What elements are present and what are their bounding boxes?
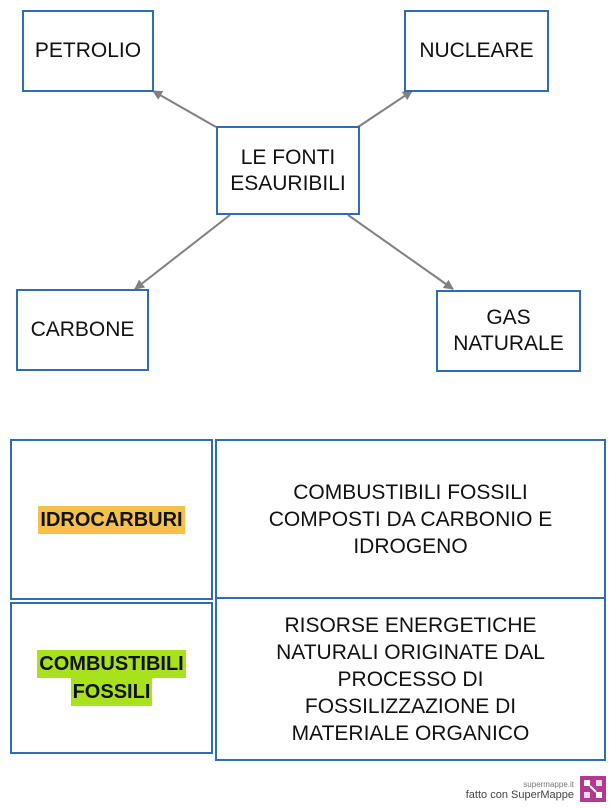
- definition-combustibili-line-2: NATURALI ORIGINATE DAL: [276, 640, 545, 664]
- arrow-to-carbone: [134, 214, 231, 290]
- term-combustibili-line-1: COMBUSTIBILI: [37, 650, 186, 678]
- definition-combustibili-line-4: FOSSILIZZAZIONE DI: [304, 694, 517, 718]
- term-combustibili-line-2: FOSSILI: [70, 678, 153, 706]
- definition-idrocarburi: COMBUSTIBILI FOSSILI COMPOSTI DA CARBONI…: [259, 479, 563, 560]
- arrow-to-gas-naturale: [347, 214, 454, 290]
- term-combustibili-fossili: COMBUSTIBILI FOSSILI: [37, 650, 186, 706]
- node-nucleare[interactable]: NUCLEARE: [404, 10, 549, 92]
- concept-map-connectors: [134, 90, 454, 290]
- arrow-to-petrolio: [152, 90, 217, 128]
- center-line-1: LE FONTI: [240, 145, 336, 169]
- supermappe-logo-icon: [580, 776, 606, 802]
- term-idrocarburi: IDROCARBURI: [38, 505, 185, 534]
- definition-cell-combustibili-fossili: RISORSE ENERGETICHE NATURALI ORIGINATE D…: [215, 597, 606, 761]
- supermappe-credit: supermappe.it fatto con SuperMappe: [466, 780, 574, 802]
- definition-idrocarburi-line-3: IDROGENO: [353, 535, 468, 558]
- definition-combustibili-line-1: RISORSE ENERGETICHE: [284, 613, 537, 637]
- gas-line-2: NATURALE: [453, 332, 564, 355]
- node-nucleare-label: NUCLEARE: [419, 39, 534, 62]
- node-le-fonti-esauribili[interactable]: LE FONTI ESAURIBILI: [216, 126, 360, 215]
- arrow-to-nucleare: [357, 90, 413, 128]
- node-carbone[interactable]: CARBONE: [16, 289, 149, 371]
- node-gas-naturale[interactable]: GAS NATURALE: [436, 290, 581, 372]
- node-petrolio[interactable]: PETROLIO: [22, 10, 154, 92]
- term-cell-idrocarburi: IDROCARBURI: [10, 439, 213, 600]
- definition-combustibili-line-3: PROCESSO DI: [337, 667, 484, 691]
- term-cell-combustibili-fossili: COMBUSTIBILI FOSSILI: [10, 602, 213, 754]
- definition-combustibili-fossili: RISORSE ENERGETICHE NATURALI ORIGINATE D…: [266, 612, 555, 747]
- supermappe-credit-text: fatto con SuperMappe: [465, 789, 574, 801]
- node-carbone-label: CARBONE: [30, 318, 135, 341]
- definition-combustibili-line-5: MATERIALE ORGANICO: [291, 721, 530, 745]
- definition-idrocarburi-line-1: COMBUSTIBILI FOSSILI: [293, 481, 528, 504]
- center-line-2: ESAURIBILI: [230, 171, 346, 195]
- definition-cell-idrocarburi: COMBUSTIBILI FOSSILI COMPOSTI DA CARBONI…: [215, 439, 606, 600]
- supermappe-site: supermappe.it: [523, 780, 574, 789]
- node-petrolio-label: PETROLIO: [34, 39, 142, 62]
- definition-idrocarburi-line-2: COMPOSTI DA CARBONIO E: [268, 508, 553, 531]
- gas-line-1: GAS: [486, 306, 531, 329]
